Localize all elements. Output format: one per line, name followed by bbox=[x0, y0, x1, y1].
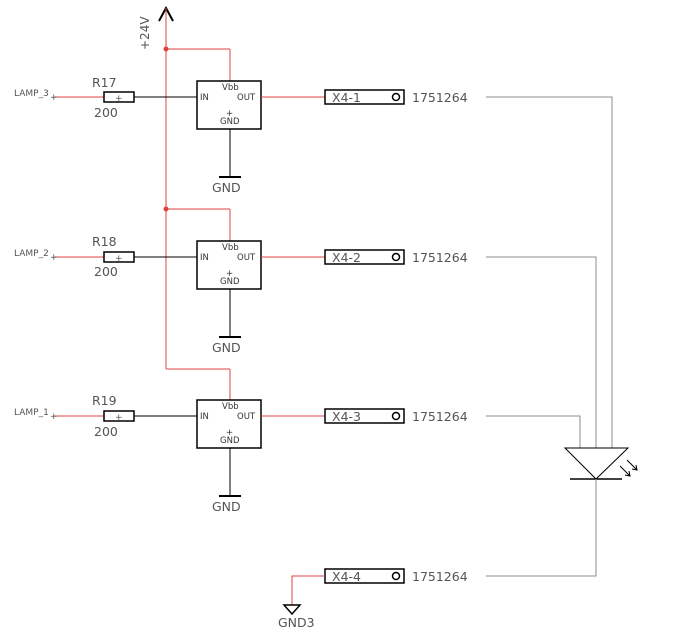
driver-out-pin: OUT bbox=[237, 412, 256, 422]
connector-pin-label: X4-4 bbox=[332, 569, 361, 584]
light-arrow-icon bbox=[626, 459, 638, 471]
connector-part-label: 1751264 bbox=[412, 409, 468, 424]
resistor-plus-marker: + bbox=[115, 94, 123, 104]
resistor-plus-marker: + bbox=[115, 413, 123, 423]
connector-pin-label: X4-2 bbox=[332, 250, 361, 265]
resistor-value: 200 bbox=[94, 264, 118, 279]
driver-out-pin: OUT bbox=[237, 253, 256, 263]
gnd3-wire bbox=[291, 575, 325, 605]
resistor-value: 200 bbox=[94, 105, 118, 120]
connector-pin-label: X4-3 bbox=[332, 409, 361, 424]
connector-x4-3 bbox=[324, 408, 405, 424]
connector-contact-icon bbox=[391, 252, 401, 262]
connector-part-label: 1751264 bbox=[412, 250, 468, 265]
light-arrow-head bbox=[631, 464, 638, 471]
driver-ic bbox=[196, 80, 262, 130]
led-icon bbox=[486, 447, 638, 577]
driver-in-pin: IN bbox=[200, 412, 209, 422]
light-arrow-icon bbox=[619, 465, 631, 477]
driver-ic bbox=[196, 240, 262, 290]
net-label: LAMP_3 bbox=[14, 89, 49, 99]
gnd3-label: GND3 bbox=[278, 615, 315, 630]
ground-triangle-icon bbox=[282, 604, 302, 616]
ground-connector: X4-4 1751264 GND3 bbox=[278, 568, 468, 630]
driver-gnd-pin: GND bbox=[220, 436, 240, 446]
driver-in-pin: IN bbox=[200, 253, 209, 263]
net-label: LAMP_1 bbox=[14, 408, 49, 418]
connector-x4-1 bbox=[324, 89, 405, 105]
connector-contact-icon bbox=[391, 92, 401, 102]
connector-part-label: 1751264 bbox=[412, 569, 468, 584]
driver-gnd-pin: GND bbox=[220, 117, 240, 127]
led-wire-2 bbox=[486, 256, 597, 448]
driver-gnd-plus-marker: + bbox=[226, 428, 233, 438]
resistor-ref: R19 bbox=[92, 393, 117, 408]
ground-label: GND bbox=[212, 340, 241, 355]
led-triangle bbox=[563, 447, 630, 480]
driver-gnd-plus-marker: + bbox=[226, 269, 233, 279]
driver-out-pin: OUT bbox=[237, 93, 256, 103]
connector-pin-label: X4-1 bbox=[332, 90, 361, 105]
connector-x4-2 bbox=[324, 249, 405, 265]
resistor-value: 200 bbox=[94, 424, 118, 439]
power-label: +24V bbox=[138, 16, 152, 50]
light-arrow-head bbox=[624, 470, 631, 477]
channel-lamp-1: LAMP_1 + + R19 200 Vbb IN OUT + GND GND … bbox=[14, 393, 581, 514]
resistor-ref: R17 bbox=[92, 75, 117, 90]
led-wire-1 bbox=[486, 96, 613, 448]
connector-part-label: 1751264 bbox=[412, 90, 468, 105]
driver-gnd-pin: GND bbox=[220, 277, 240, 287]
power-supply: +24V bbox=[138, 5, 231, 400]
driver-in-pin: IN bbox=[200, 93, 209, 103]
led-wire-3 bbox=[486, 415, 581, 448]
channel-lamp-2: LAMP_2 + + R18 200 Vbb IN OUT + GND GND … bbox=[14, 234, 597, 448]
led-return-wire bbox=[486, 479, 597, 577]
net-port-marker: + bbox=[50, 412, 58, 422]
ground-label: GND bbox=[212, 180, 241, 195]
driver-ic bbox=[196, 399, 262, 449]
connector-contact-icon bbox=[391, 411, 401, 421]
channel-lamp-3: LAMP_3 + + R17 200 Vbb IN OUT + GND GND … bbox=[14, 75, 613, 448]
connector-contact-icon bbox=[391, 571, 401, 581]
net-port-marker: + bbox=[50, 253, 58, 263]
ground-label: GND bbox=[212, 499, 241, 514]
driver-vbb-pin: Vbb bbox=[222, 402, 239, 412]
driver-gnd-plus-marker: + bbox=[226, 109, 233, 119]
driver-vbb-pin: Vbb bbox=[222, 243, 239, 253]
net-label: LAMP_2 bbox=[14, 249, 49, 259]
net-port-marker: + bbox=[50, 93, 58, 103]
resistor-ref: R18 bbox=[92, 234, 117, 249]
resistor-plus-marker: + bbox=[115, 254, 123, 264]
driver-vbb-pin: Vbb bbox=[222, 83, 239, 93]
